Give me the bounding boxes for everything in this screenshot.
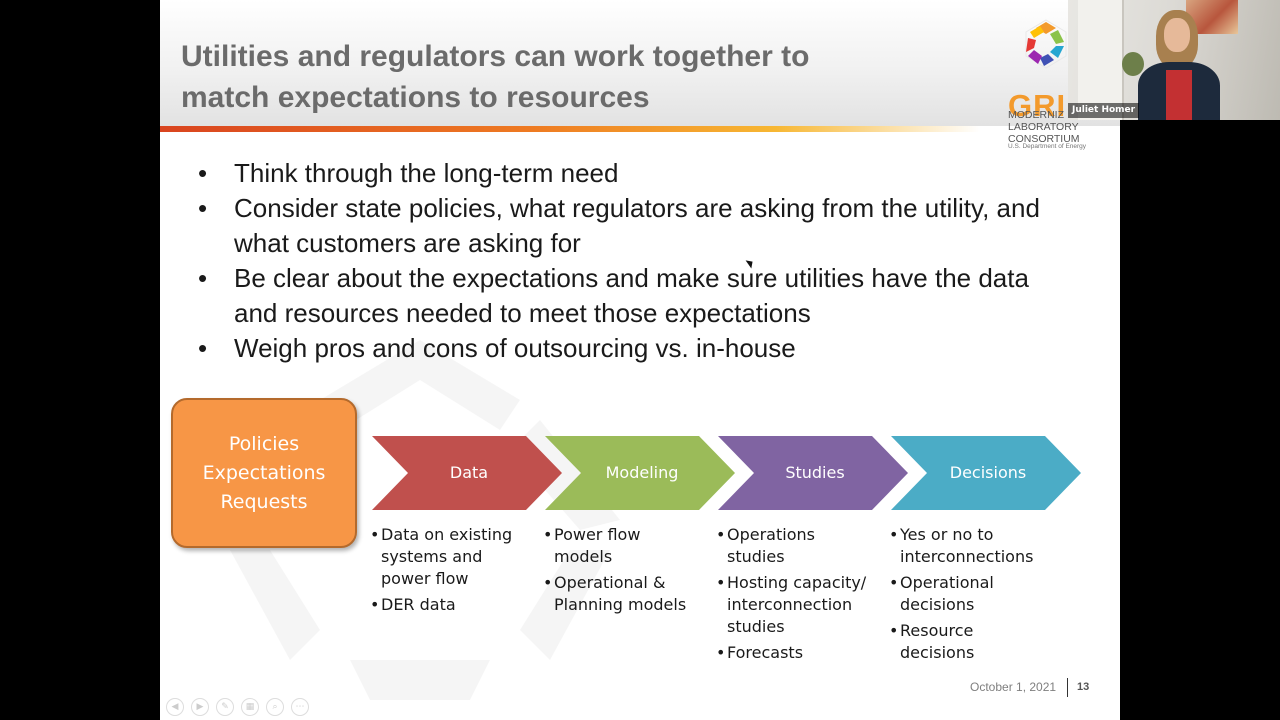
footer-date: October 1, 2021	[970, 680, 1057, 694]
decisions-details-list: Yes or no to interconnections Operationa…	[889, 524, 1049, 668]
list-item: Power flow models	[543, 524, 703, 568]
logo-text-line-3: CONSORTIUM	[1008, 133, 1080, 145]
bullet-item: Consider state policies, what regulators…	[198, 191, 1078, 261]
list-item: Operational decisions	[889, 572, 1049, 616]
modeling-details-list: Power flow models Operational & Planning…	[543, 524, 703, 620]
logo-text-line-4: U.S. Department of Energy	[1008, 143, 1087, 150]
participant-shirt	[1166, 70, 1192, 120]
list-item: Operational & Planning models	[543, 572, 703, 616]
list-item: Forecasts	[716, 642, 876, 664]
slide-header-band	[160, 0, 1120, 126]
list-item: DER data	[370, 594, 520, 616]
participant-video-tile[interactable]: Juliet Homer	[1068, 0, 1280, 120]
pen-icon[interactable]: ✎	[216, 698, 234, 716]
background-plant	[1122, 52, 1144, 76]
logo-text-line-2: LABORATORY	[1008, 121, 1079, 133]
slide-title-line-2: match expectations to resources	[181, 81, 650, 114]
chevron-label-modeling: Modeling	[605, 463, 679, 482]
policies-box-line-3: Requests	[220, 490, 308, 513]
slide-title-line-1: Utilities and regulators can work togeth…	[181, 40, 810, 73]
list-item: Hosting capacity/ interconnection studie…	[716, 572, 876, 638]
bullet-list: Think through the long-term need Conside…	[198, 156, 1078, 366]
hexagon-logo-icon	[1025, 19, 1067, 69]
studies-details-list: Operations studies Hosting capacity/ int…	[716, 524, 876, 668]
slides-grid-icon[interactable]: ▦	[241, 698, 259, 716]
bullet-item: Think through the long-term need	[198, 156, 1078, 191]
participant-name-tag: Juliet Homer	[1068, 103, 1140, 118]
prev-slide-icon[interactable]: ◀	[166, 698, 184, 716]
participant-face	[1164, 18, 1190, 52]
presentation-slide: Utilities and regulators can work togeth…	[160, 0, 1120, 720]
grid-modernization-logo: GRI MODERNIZ LABORATORY CONSORTIUM U.S. …	[1006, 16, 1118, 156]
logo-text-line-1: MODERNIZ	[1008, 109, 1064, 121]
slide-title: Utilities and regulators can work togeth…	[181, 36, 941, 118]
chevron-label-decisions: Decisions	[949, 463, 1027, 482]
list-item: Yes or no to interconnections	[889, 524, 1049, 568]
logo-letters: GRI	[1008, 88, 1067, 123]
background-door	[1078, 0, 1124, 120]
list-item: Data on existing systems and power flow	[370, 524, 520, 590]
page-number: 13	[1077, 681, 1090, 693]
chevron-label-studies: Studies	[785, 463, 845, 482]
chevron-label-data: Data	[449, 463, 489, 482]
policies-box: Policies Expectations Requests	[171, 398, 357, 548]
next-slide-icon[interactable]: ▶	[191, 698, 209, 716]
slideshow-controls: ◀ ▶ ✎ ▦ ⌕ ⋯	[166, 698, 309, 716]
list-item: Operations studies	[716, 524, 876, 568]
data-details-list: Data on existing systems and power flow …	[370, 524, 520, 620]
bullet-item: Be clear about the expectations and make…	[198, 261, 1078, 331]
list-item: Resource decisions	[889, 620, 1049, 664]
zoom-icon[interactable]: ⌕	[266, 698, 284, 716]
policies-box-line-2: Expectations	[202, 461, 326, 484]
bullet-item: Weigh pros and cons of outsourcing vs. i…	[198, 331, 1078, 366]
policies-box-line-1: Policies	[228, 432, 300, 455]
more-icon[interactable]: ⋯	[291, 698, 309, 716]
header-accent-line	[160, 126, 980, 132]
footer-divider	[1067, 678, 1068, 697]
